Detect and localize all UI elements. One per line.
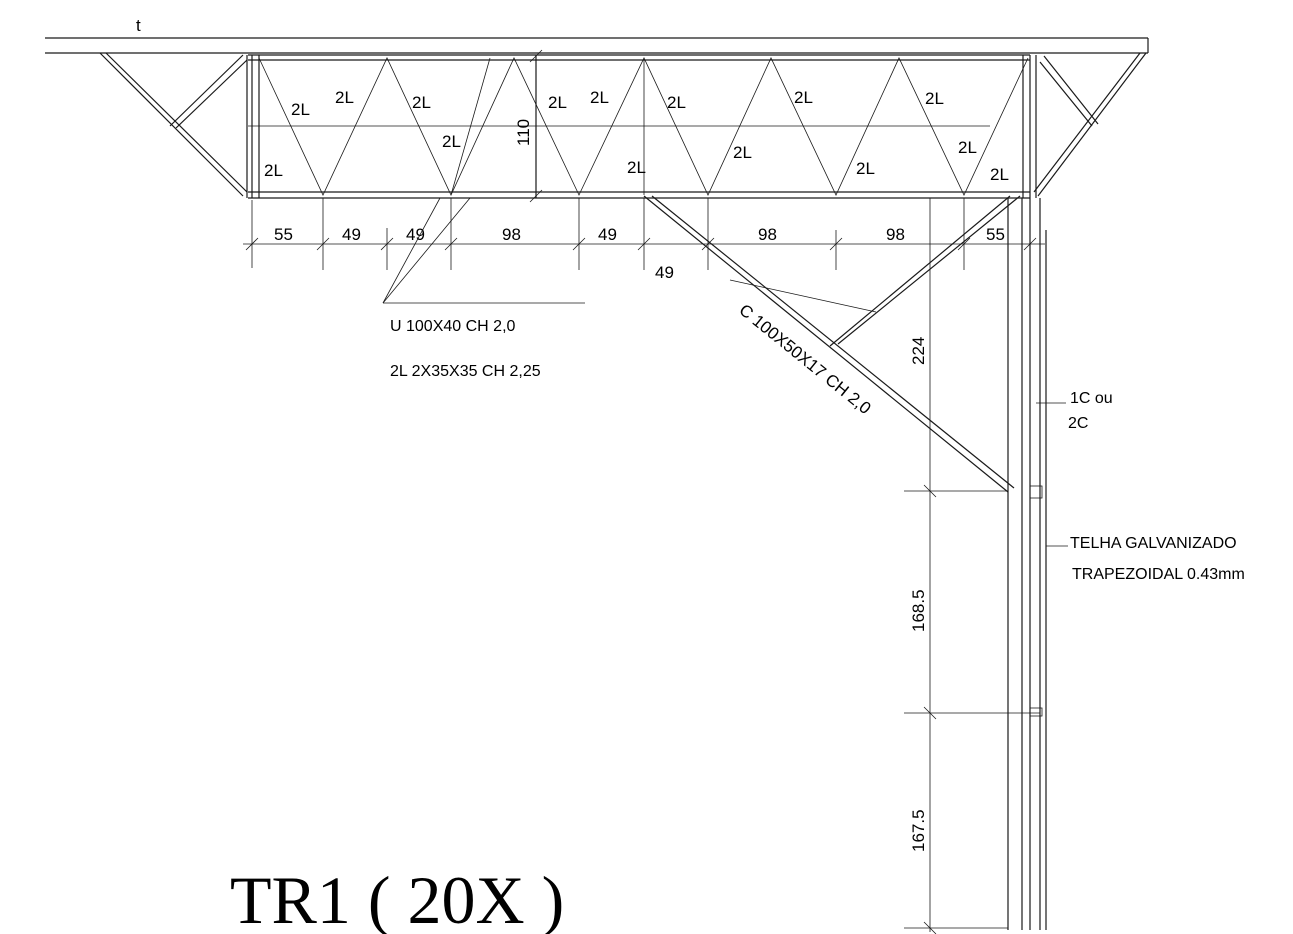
member-label: 2L	[548, 93, 567, 112]
tile-note-b: TRAPEZOIDAL 0.43mm	[1072, 566, 1245, 583]
bottom-dimension-labels: 55 49 49 98 49 98 98 55 49	[274, 225, 1005, 282]
column-note-b: 2C	[1068, 415, 1088, 432]
member-label: 2L	[335, 88, 354, 107]
tile-note-a: TELHA GALVANIZADO	[1070, 535, 1237, 552]
dim-label: 49	[342, 225, 361, 244]
dim-label: 98	[758, 225, 777, 244]
left-cantilever	[99, 52, 248, 197]
drawing-title: TR1 ( 20X )	[230, 862, 564, 934]
member-label: 2L	[442, 132, 461, 151]
dim-label: 49	[655, 263, 674, 282]
top-label: t	[136, 16, 141, 35]
dim-label: 49	[598, 225, 617, 244]
member-label: 2L	[958, 138, 977, 157]
member-label: 2L	[291, 100, 310, 119]
dim-label: 98	[502, 225, 521, 244]
member-label: 2L	[925, 89, 944, 108]
column-dim-label: 224	[909, 337, 928, 365]
member-label: 2L	[264, 161, 283, 180]
note-leader	[382, 197, 585, 304]
knee-brace	[643, 195, 1021, 493]
chord-note: U 100X40 CH 2,0	[390, 318, 516, 335]
truss-chords	[248, 54, 1030, 199]
right-cantilever	[1033, 52, 1147, 197]
member-label: 2L	[733, 143, 752, 162]
dim-label: 55	[274, 225, 293, 244]
member-label: 2L	[590, 88, 609, 107]
member-label: 2L	[412, 93, 431, 112]
height-dim-label: 110	[514, 119, 533, 146]
member-label: 2L	[667, 93, 686, 112]
column-dimension-line	[904, 198, 1040, 934]
column-note-a: 1C ou	[1070, 390, 1113, 407]
truss-web	[258, 57, 1029, 196]
roof-line	[45, 37, 1149, 54]
column	[1007, 198, 1047, 930]
member-label: 2L	[990, 165, 1009, 184]
bottom-dimension-line	[243, 198, 1045, 270]
member-labels: 2L 2L 2L 2L 2L 2L 2L 2L 2L 2L 2L 2L 2L 2…	[264, 88, 1009, 184]
dim-label: 55	[986, 225, 1005, 244]
member-label: 2L	[627, 158, 646, 177]
dim-label: 98	[886, 225, 905, 244]
dim-label: 49	[406, 225, 425, 244]
member-label: 2L	[856, 159, 875, 178]
column-dim-label: 168.5	[909, 589, 928, 632]
column-dim-label: 167.5	[909, 809, 928, 852]
diagonal-note: 2L 2X35X35 CH 2,25	[390, 363, 541, 380]
height-dimension	[529, 49, 543, 203]
member-label: 2L	[794, 88, 813, 107]
